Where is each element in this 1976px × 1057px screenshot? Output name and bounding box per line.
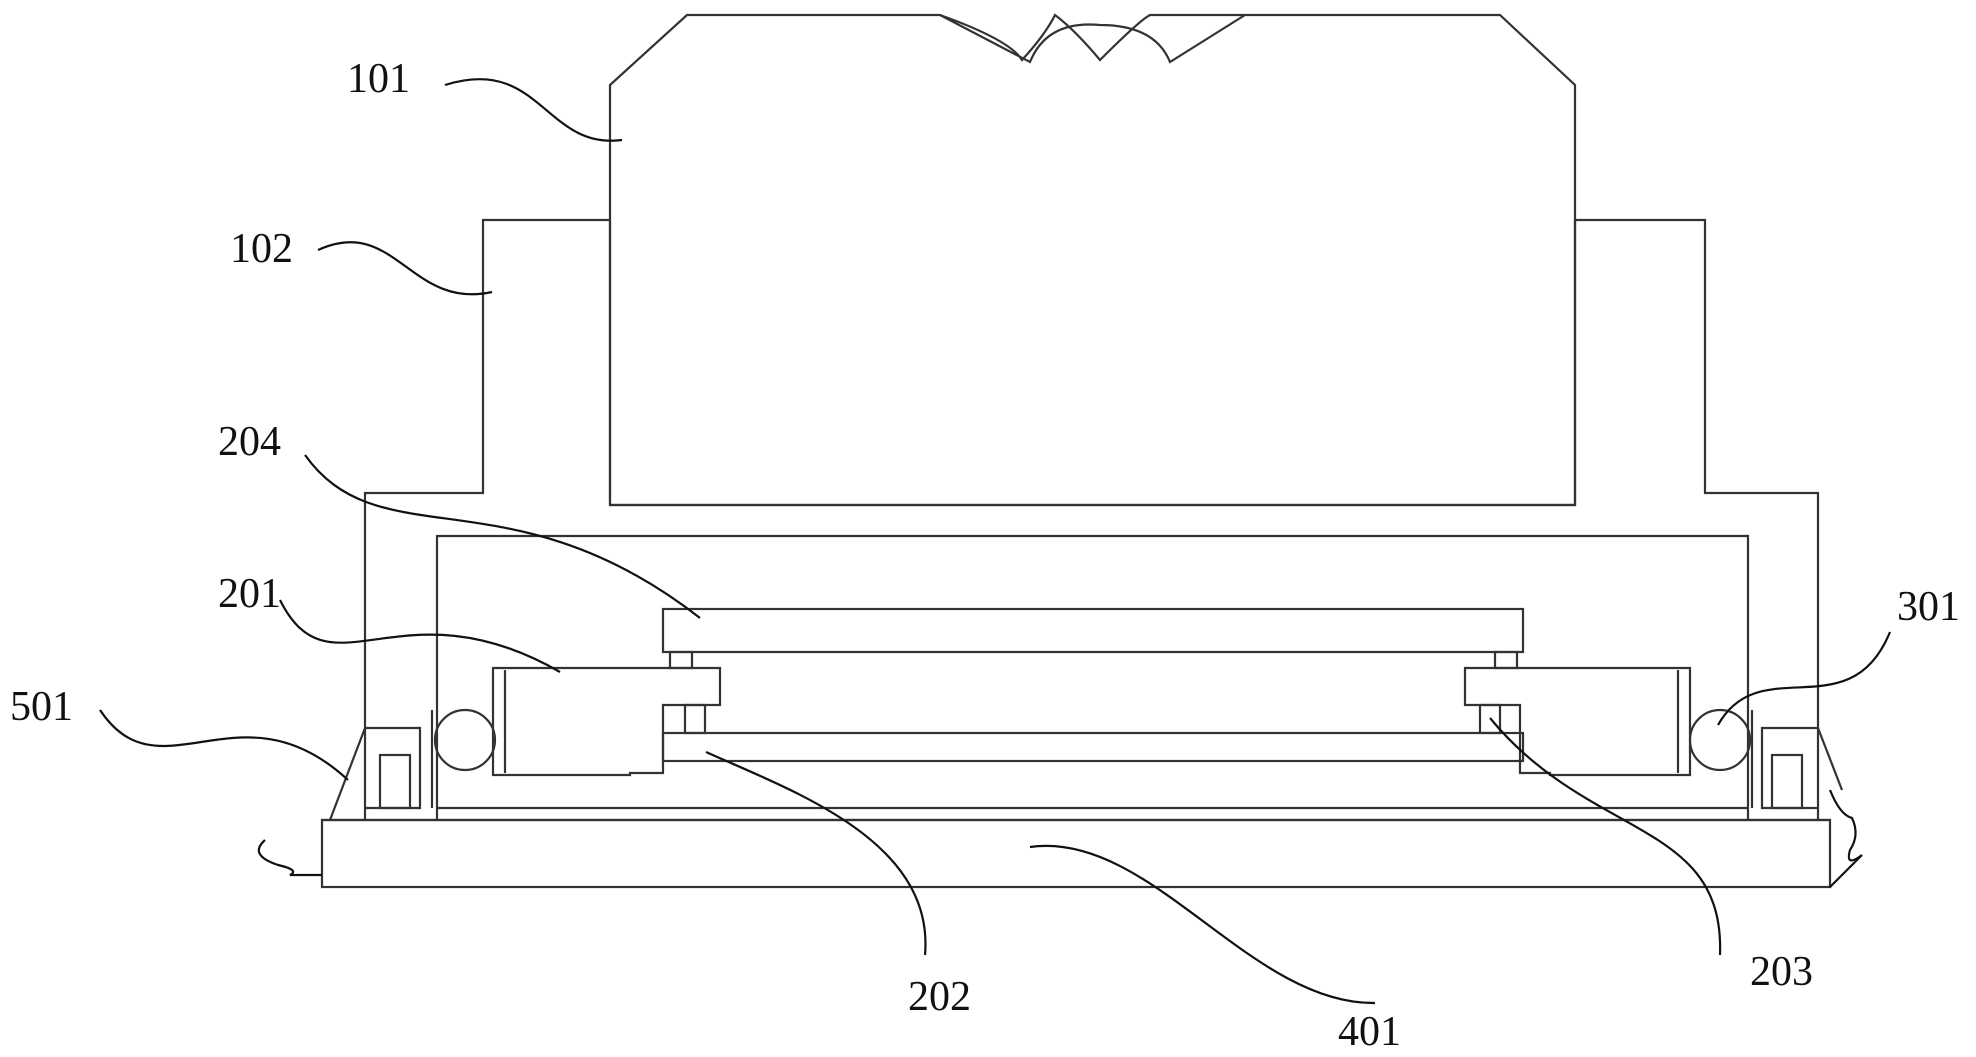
leader-lines — [99, 78, 1892, 1005]
substrate-401 — [257, 789, 1863, 889]
ref-201: 201 — [218, 571, 281, 617]
leader-203 — [1489, 717, 1722, 956]
leader-501 — [99, 709, 349, 781]
leader-201 — [279, 599, 561, 673]
ref-202: 202 — [908, 974, 971, 1020]
carrier-201-right — [1463, 666, 1692, 777]
leader-301 — [1717, 631, 1892, 726]
leader-204 — [304, 454, 701, 619]
holder-part-102 — [363, 218, 1820, 820]
ref-102: 102 — [230, 226, 293, 272]
leader-102 — [317, 241, 493, 296]
leader-401 — [1029, 844, 1376, 1005]
upper-plate-204 — [661, 607, 1525, 670]
ball-301-right — [1688, 708, 1754, 808]
leader-202 — [705, 750, 927, 956]
reference-labels: 101 102 204 201 501 301 202 203 401 — [10, 56, 1960, 1055]
ref-101: 101 — [347, 56, 410, 102]
side-guide-501-left — [328, 726, 422, 821]
side-guide-501-right — [1760, 726, 1844, 810]
ref-301: 301 — [1897, 584, 1960, 630]
lens-part-101 — [608, 13, 1577, 507]
carrier-201-left — [491, 666, 722, 777]
leader-101 — [444, 78, 623, 142]
ref-501: 501 — [10, 684, 73, 730]
inner-frame — [435, 534, 1750, 820]
ref-401: 401 — [1338, 1009, 1401, 1055]
ref-204: 204 — [218, 419, 281, 465]
sensor-plate-202 — [661, 703, 1525, 763]
ball-301-left — [430, 708, 497, 808]
ref-203: 203 — [1750, 949, 1813, 995]
